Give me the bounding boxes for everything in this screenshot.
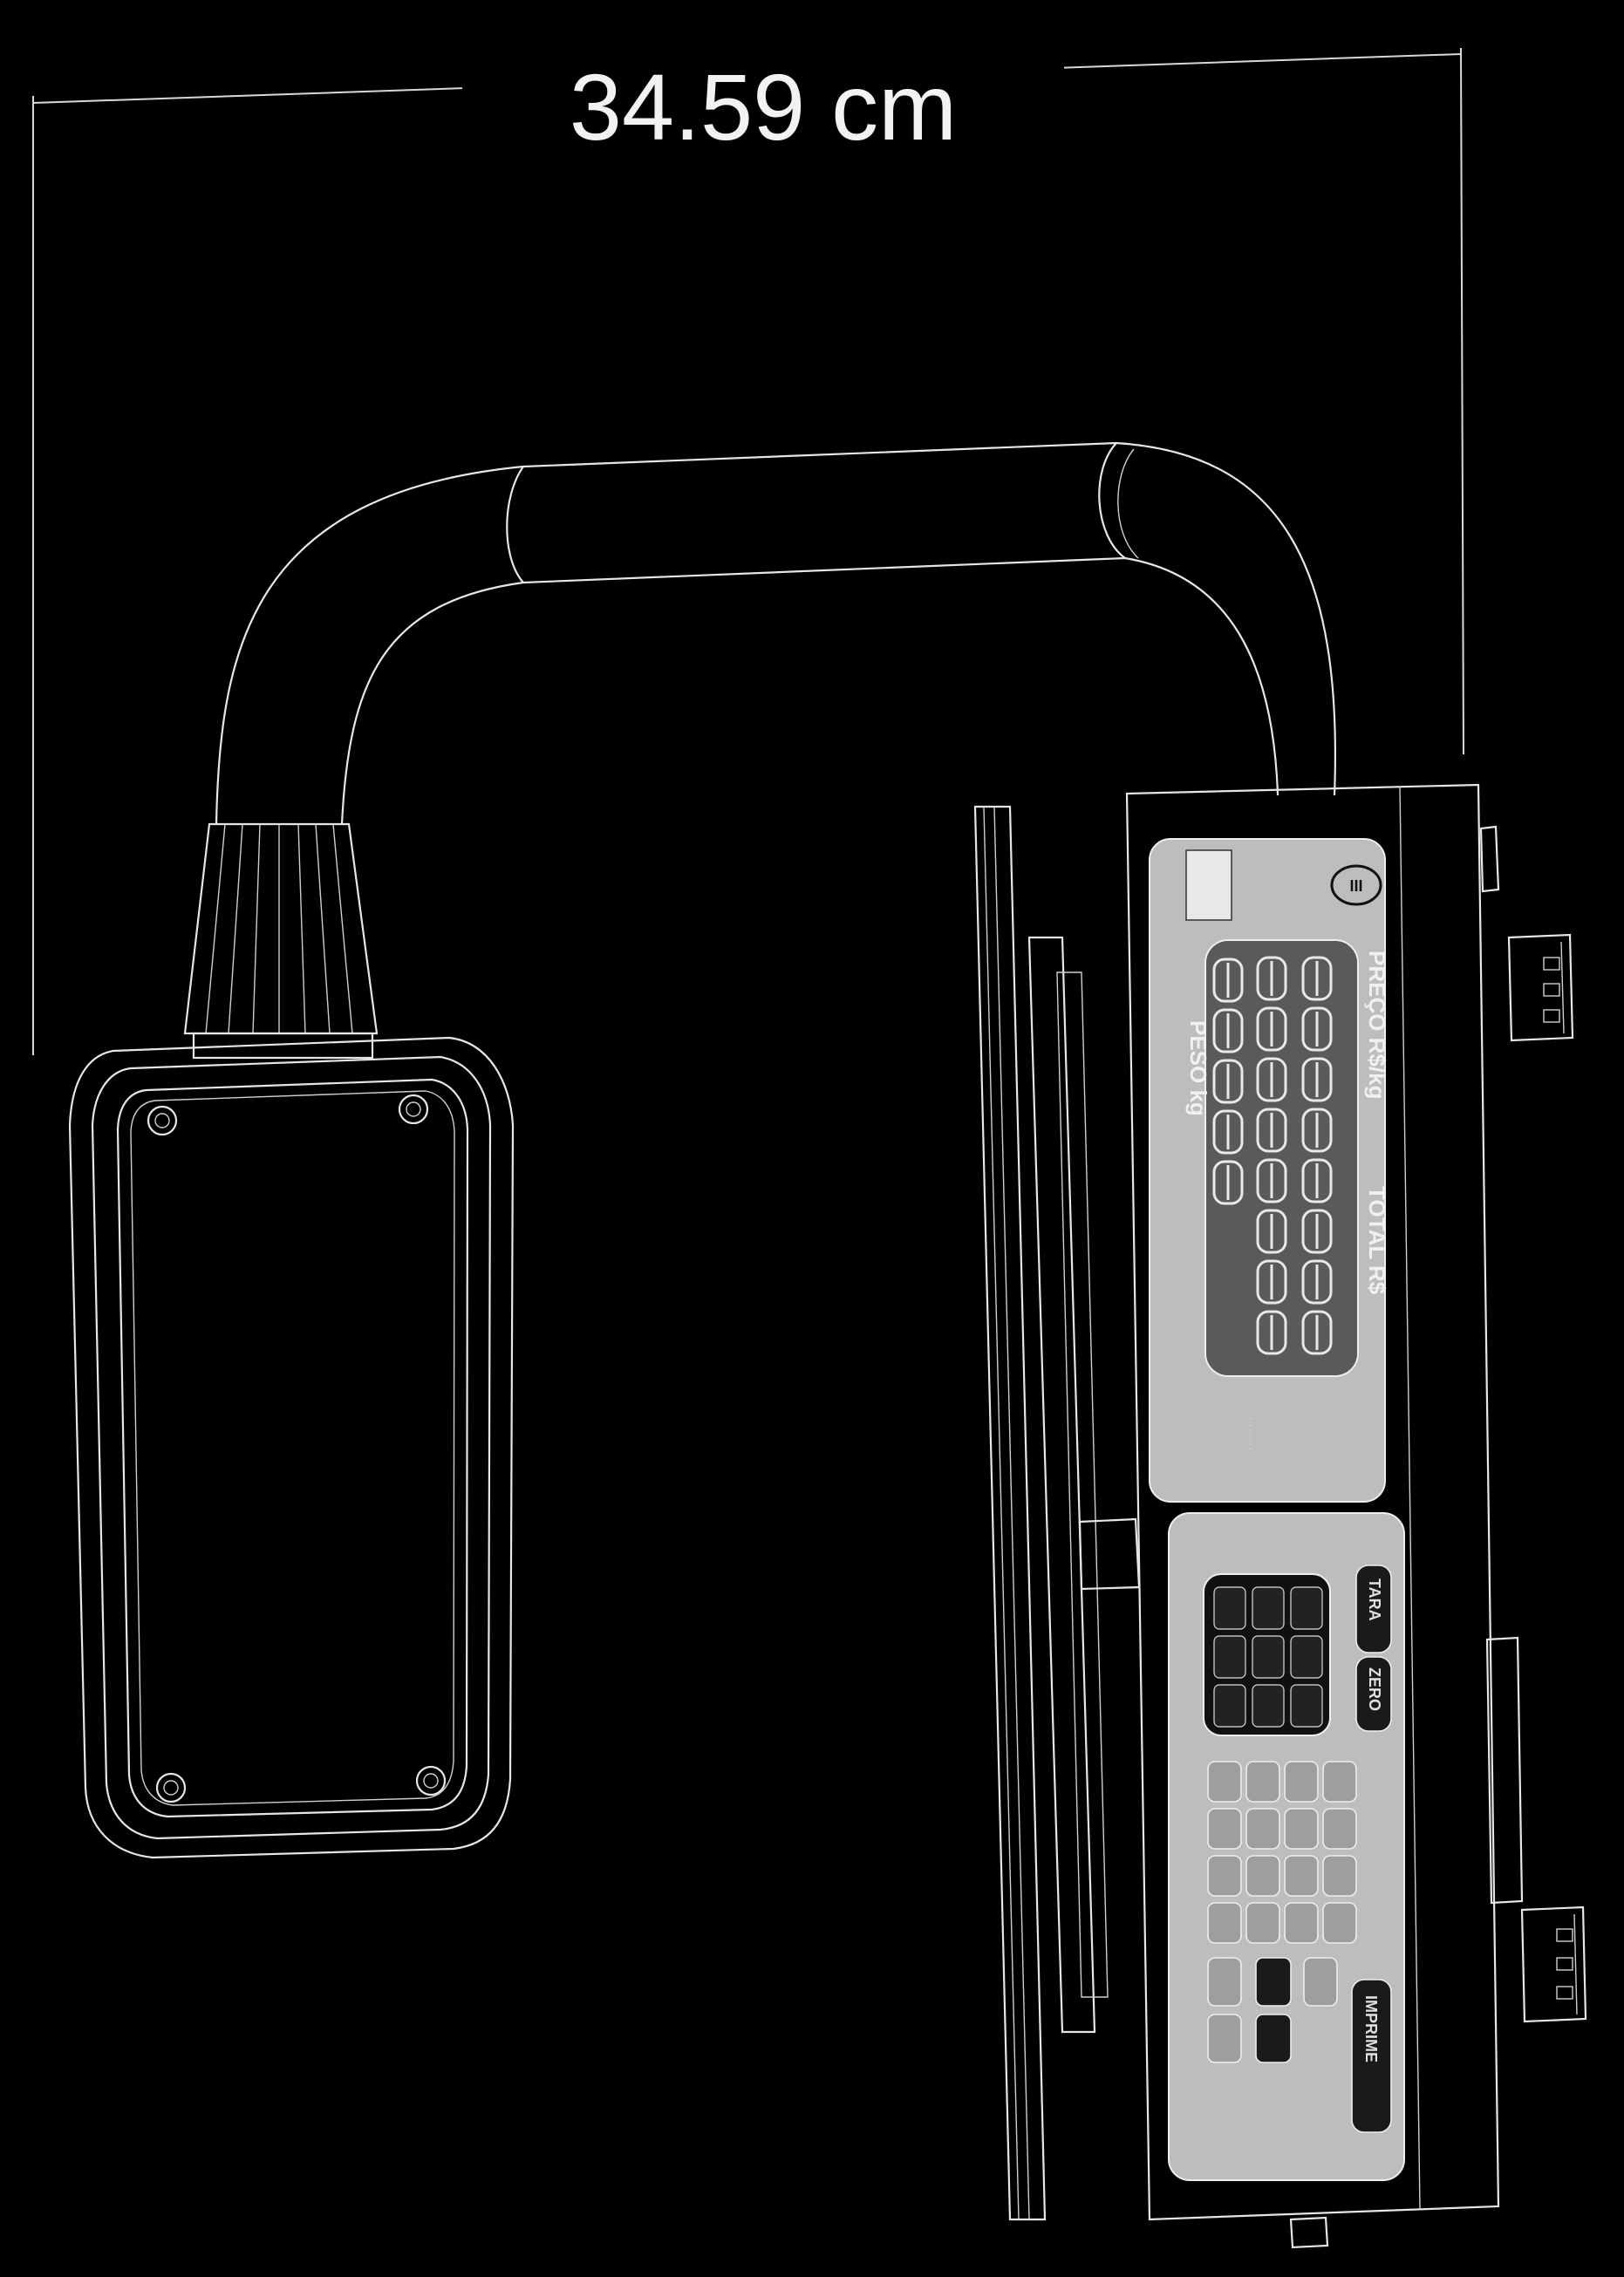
indicator-body — [1125, 783, 1587, 2249]
numeric-key — [1245, 1855, 1280, 1897]
svg-text:··········: ·········· — [1245, 1413, 1258, 1450]
lcd-digit-segment — [1212, 1109, 1244, 1155]
svg-text:ZERO: ZERO — [1366, 1667, 1383, 1711]
total-label: TOTAL R$ — [1364, 1186, 1390, 1295]
arrow-key — [1207, 2014, 1242, 2063]
remote-display-housing — [68, 1036, 515, 1859]
connector-plug — [1520, 1905, 1587, 2023]
lcd-digit-segment — [1256, 1259, 1287, 1305]
numeric-key — [1322, 1855, 1357, 1897]
cable-arm — [215, 441, 1336, 825]
numeric-key — [1284, 1808, 1319, 1850]
svg-text:IMPRIME: IMPRIME — [1362, 1995, 1380, 2062]
numeric-key — [1245, 1761, 1280, 1803]
lcd-digit-segment — [1301, 956, 1333, 1001]
function-key — [1303, 1957, 1338, 2007]
weight-label: PESO kg — [1185, 1020, 1211, 1116]
lcd-digit-segment — [1256, 1108, 1287, 1153]
lcd-digit-segment — [1256, 1310, 1287, 1355]
lcd-digit-segment — [1301, 1158, 1333, 1203]
numeric-key — [1322, 1808, 1357, 1850]
numeric-key — [1322, 1902, 1357, 1944]
lcd-digit-segment — [1301, 1259, 1333, 1305]
lcd-digit-segment — [1256, 1057, 1287, 1102]
lcd-display — [1204, 939, 1359, 1377]
lcd-digit-segment — [1256, 956, 1287, 1001]
display-panel: III PESO kg PREÇO R$/kg TOTAL R$ ·······… — [1149, 838, 1390, 1503]
screw-icon — [415, 1765, 447, 1796]
numeric-key — [1284, 1761, 1319, 1803]
lcd-digit-segment — [1212, 1160, 1244, 1205]
keypad-panel: TARA ZERO IMPRIME — [1168, 1512, 1405, 2181]
lcd-digit-segment — [1212, 1008, 1244, 1053]
numeric-key — [1245, 1808, 1280, 1850]
numeric-key — [1207, 1902, 1242, 1944]
zero-key — [1355, 1656, 1392, 1732]
function-key — [1213, 1684, 1246, 1728]
tara-key — [1355, 1565, 1392, 1653]
print-key — [1351, 1979, 1392, 2133]
lcd-digit-segment — [1301, 1209, 1333, 1254]
connector-plug — [1507, 933, 1574, 1042]
screw-icon — [155, 1772, 187, 1803]
arrow-key — [1207, 1957, 1242, 2007]
lcd-digits — [1212, 956, 1333, 1355]
lcd-digit-segment — [1256, 1209, 1287, 1254]
dimension-line: 34.59 cm — [32, 47, 1464, 1055]
weighing-platform — [973, 805, 1141, 2221]
accuracy-class-mark — [1330, 864, 1382, 906]
screw-icon — [147, 1105, 178, 1136]
numeric-key — [1322, 1761, 1357, 1803]
function-key — [1213, 1635, 1246, 1679]
lcd-digit-segment — [1301, 1108, 1333, 1153]
svg-text:III: III — [1349, 877, 1362, 895]
function-key — [1255, 2014, 1292, 2063]
function-key — [1255, 1957, 1292, 2007]
dimension-label: 34.59 cm — [570, 54, 957, 160]
function-key — [1290, 1684, 1323, 1728]
cable-connector — [183, 822, 379, 1060]
lcd-digit-segment — [1256, 1006, 1287, 1052]
function-key — [1213, 1586, 1246, 1630]
lcd-digit-segment — [1301, 1310, 1333, 1355]
numeric-key — [1284, 1902, 1319, 1944]
numeric-key — [1245, 1902, 1280, 1944]
numeric-key — [1207, 1761, 1242, 1803]
numeric-key — [1284, 1855, 1319, 1897]
lcd-digit-segment — [1212, 1059, 1244, 1104]
function-key — [1252, 1635, 1285, 1679]
price-label: PREÇO R$/kg — [1364, 951, 1390, 1100]
function-key — [1290, 1586, 1323, 1630]
numeric-key — [1207, 1855, 1242, 1897]
svg-text:TARA: TARA — [1366, 1578, 1383, 1621]
screw-icon — [398, 1094, 429, 1125]
lcd-digit-segment — [1212, 958, 1244, 1003]
lcd-digit-segment — [1301, 1057, 1333, 1102]
function-key — [1252, 1684, 1285, 1728]
lcd-digit-segment — [1301, 1006, 1333, 1052]
function-key — [1252, 1586, 1285, 1630]
scale-logo-icon — [1185, 849, 1232, 921]
function-key — [1290, 1635, 1323, 1679]
numeric-key — [1207, 1808, 1242, 1850]
lcd-digit-segment — [1256, 1158, 1287, 1203]
